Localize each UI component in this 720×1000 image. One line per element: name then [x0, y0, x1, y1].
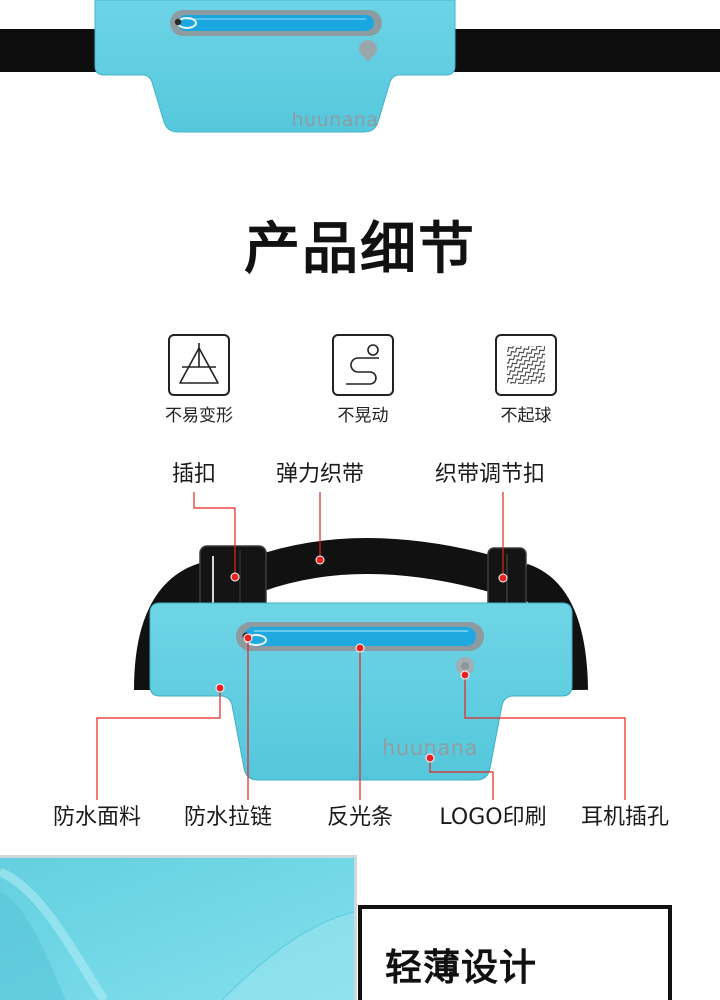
zipper-track	[244, 627, 476, 646]
callout-label-strap-adjuster: 织带调节扣	[434, 462, 546, 487]
callout-dot-strap-adjuster	[498, 573, 508, 583]
feature-label: 不易变形	[165, 406, 233, 426]
icon-ball	[367, 344, 379, 356]
feature-label: 不晃动	[337, 406, 389, 426]
callout-line-insert-buckle	[193, 492, 236, 573]
steady-track-icon	[332, 334, 394, 396]
earphone-hole-center	[461, 662, 469, 670]
elastic-strap-back	[252, 538, 497, 592]
fabric-closeup-section	[0, 855, 672, 1000]
callout-dot-waterproof-fabric	[215, 683, 225, 693]
fabric-texture-icon	[495, 334, 557, 396]
callout-dot-logo-print	[425, 753, 435, 763]
callout-lines	[96, 492, 626, 800]
top-product-image: huunana	[0, 0, 720, 133]
heading-frame	[358, 905, 672, 1000]
callout-label-earphone-hole: 耳机插孔	[580, 805, 670, 830]
feature-no-shake: 不晃动	[303, 334, 423, 426]
callout-label-waterproof-fabric: 防水面料	[52, 805, 142, 830]
callout-label-logo-print: LOGO印刷	[439, 805, 547, 830]
earphone-hole-tip	[361, 53, 375, 62]
triangle-shape-icon-graphic	[179, 343, 219, 384]
callout-line-waterproof-fabric	[96, 692, 221, 800]
feature-label: 不起球	[500, 406, 552, 426]
fabric-fold-dark	[0, 892, 66, 1000]
callout-dot-elastic-strap	[315, 555, 325, 565]
callout-dot-earphone-hole	[460, 670, 470, 680]
right-strap	[430, 29, 720, 72]
callout-label-insert-buckle: 插扣	[171, 462, 217, 487]
brand-logo: huunana	[292, 109, 379, 131]
callout-label-elastic-strap: 弹力织带	[275, 462, 365, 487]
callout-dots	[215, 555, 508, 763]
callout-dot-waterproof-zipper	[243, 633, 253, 643]
fabric-texture-icon-graphic	[507, 346, 545, 384]
fabric-edge-line	[221, 911, 355, 1000]
callout-line-earphone-hole	[464, 679, 626, 800]
icon-weave-fill	[507, 346, 545, 384]
section-heading-lightweight: 轻薄设计	[385, 946, 537, 989]
callout-dot-reflective-strip	[355, 643, 365, 653]
annotated-product-diagram: huunana	[96, 492, 626, 800]
fabric-fold-highlight	[0, 867, 108, 1000]
steady-track-icon-graphic	[346, 344, 379, 385]
callout-dot-insert-buckle	[230, 572, 240, 582]
feature-no-deform: 不易变形	[139, 334, 259, 426]
callout-label-waterproof-zipper: 防水拉链	[183, 805, 273, 830]
section-title: 产品细节	[244, 217, 476, 282]
feature-no-pilling: 不起球	[466, 334, 586, 426]
fabric-fold-right	[222, 912, 354, 1000]
icon-triangle	[179, 347, 219, 384]
callout-label-reflective-strip: 反光条	[326, 805, 394, 830]
callout-line-logo-print	[429, 762, 494, 800]
zipper-slider	[174, 18, 182, 26]
zipper-track	[178, 15, 374, 31]
icon-s-track	[346, 357, 379, 385]
triangle-shape-icon	[168, 334, 230, 396]
